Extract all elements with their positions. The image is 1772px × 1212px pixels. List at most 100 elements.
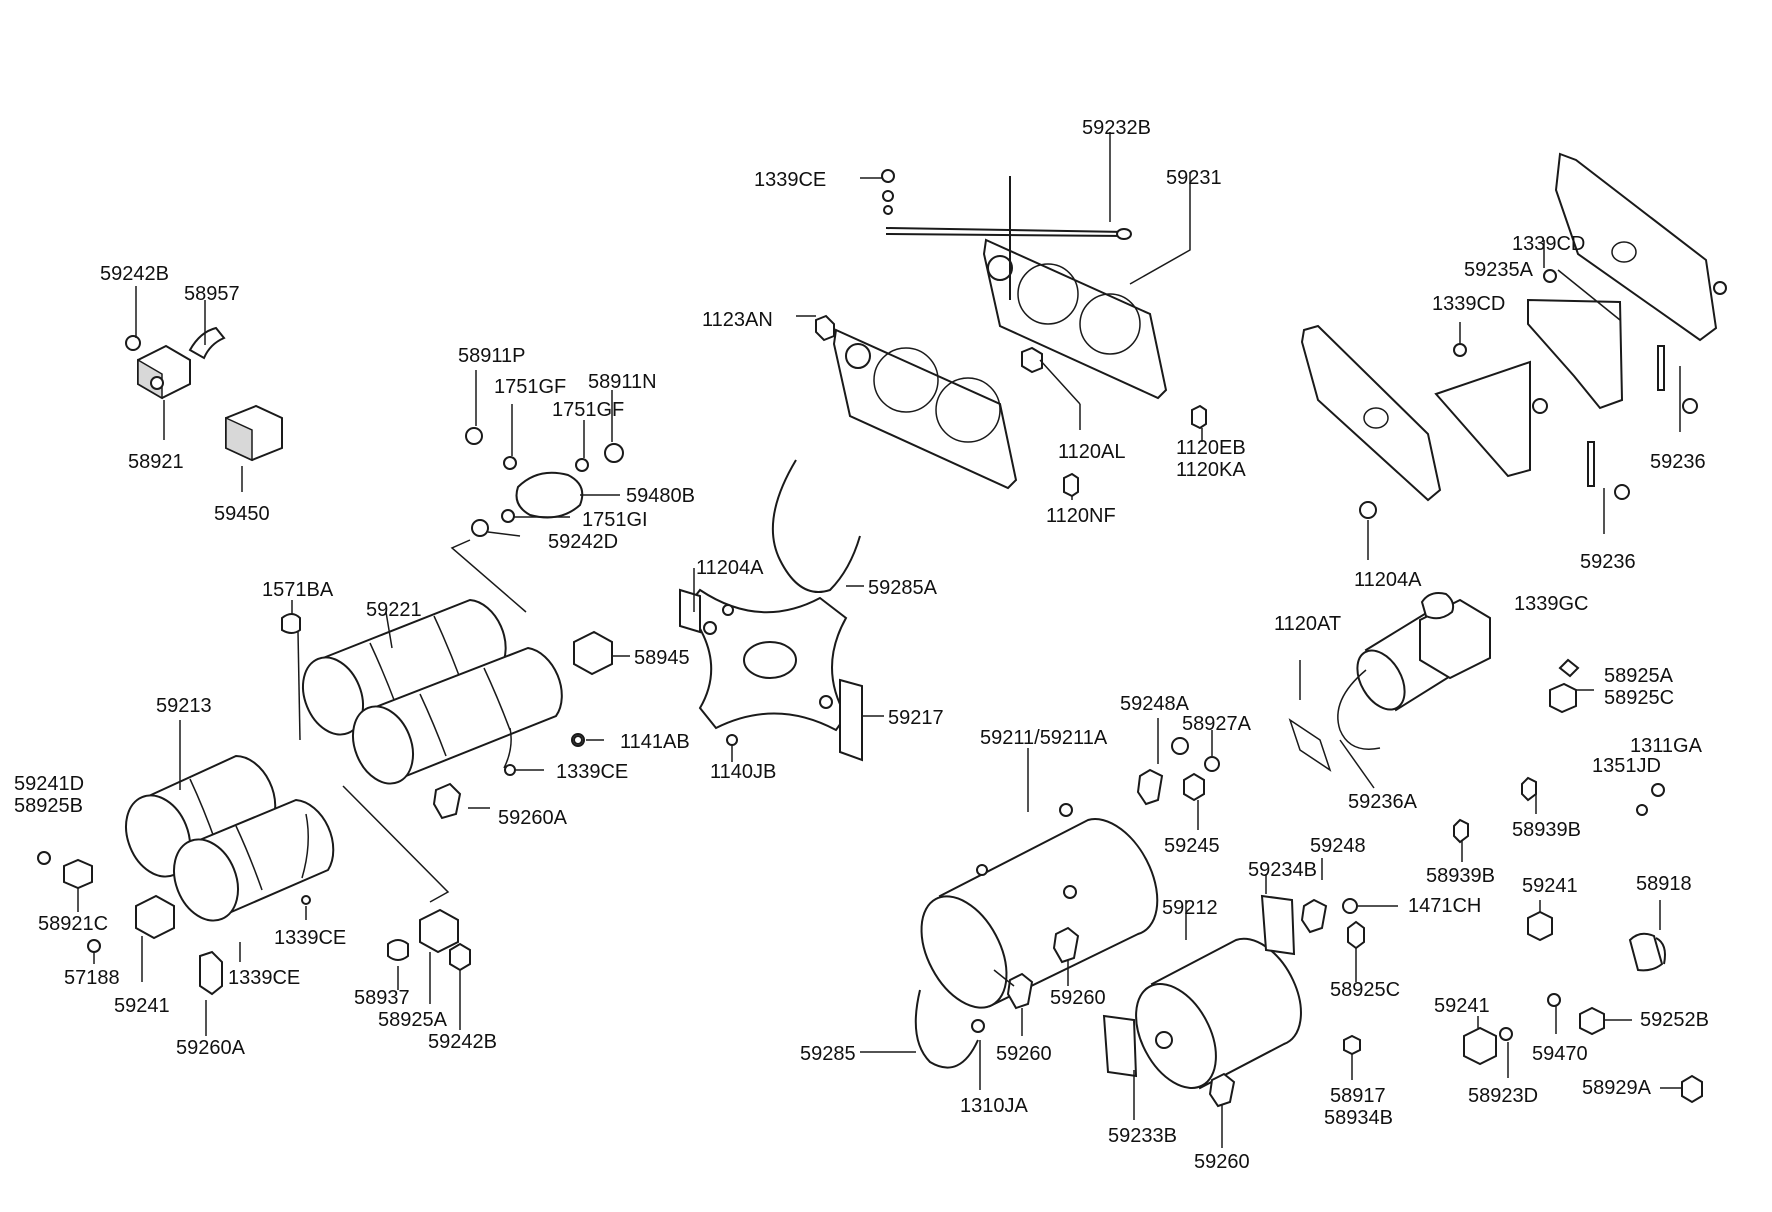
label-1339CE-top: 1339CE — [754, 169, 826, 191]
label-58925C-right: 58925C — [1604, 687, 1674, 709]
label-1339CE-lowmid: 1339CE — [228, 967, 300, 989]
label-58939B-left: 58939B — [1426, 865, 1495, 887]
label-58945: 58945 — [634, 647, 690, 669]
label-59285A: 59285A — [868, 577, 938, 599]
label-58925C-center: 58925C — [1330, 979, 1400, 1001]
label-1310JA: 1310JA — [960, 1095, 1028, 1117]
label-59260-c: 59260 — [1194, 1151, 1250, 1173]
label-1339CE-lowright: 1339CE — [274, 927, 346, 949]
air-tank-59221-b — [352, 646, 563, 785]
label-59248A: 59248A — [1120, 693, 1190, 715]
label-59260A-bottom: 59260A — [176, 1037, 246, 1059]
label-59231: 59231 — [1166, 167, 1222, 189]
label-59242B-top: 59242B — [100, 263, 169, 285]
label-58934B: 58934B — [1324, 1107, 1393, 1129]
air-tank-59213-b — [173, 798, 335, 922]
label-59235A: 59235A — [1464, 259, 1534, 281]
hose-59285A — [771, 459, 861, 593]
label-59236-upper: 59236 — [1650, 451, 1706, 473]
bracket-59217 — [679, 588, 863, 762]
hose-59285 — [914, 989, 979, 1069]
label-58939B-right: 58939B — [1512, 819, 1581, 841]
label-58925A-right: 58925A — [1604, 665, 1674, 687]
bracket-59233B — [1102, 1014, 1138, 1078]
label-59236A: 59236A — [1348, 791, 1418, 813]
label-1140JB: 1140JB — [710, 761, 776, 783]
label-58929A: 58929A — [1582, 1077, 1652, 1099]
label-58957: 58957 — [184, 283, 240, 305]
fitting-58945 — [573, 630, 613, 676]
valve-block-59450 — [225, 404, 283, 462]
four-way-valve-group — [465, 427, 624, 537]
label-59241-right: 59241 — [1522, 875, 1578, 897]
label-59245: 59245 — [1164, 835, 1220, 857]
air-tank-59212 — [1135, 937, 1302, 1090]
label-58925B: 58925B — [14, 795, 83, 817]
plate-59231 — [982, 238, 1168, 400]
label-1339CD-mid: 1339CD — [1432, 293, 1505, 315]
label-59217: 59217 — [888, 707, 944, 729]
label-11204A-right: 11204A — [1354, 569, 1422, 591]
air-tank-59213 — [125, 754, 277, 878]
label-59248: 59248 — [1310, 835, 1366, 857]
label-58917: 58917 — [1330, 1085, 1386, 1107]
label-1751GF-left: 1751GF — [494, 376, 566, 398]
label-1339CE-mid: 1339CE — [556, 761, 628, 783]
label-1351JD: 1351JD — [1592, 755, 1661, 777]
label-1120EB: 1120EB — [1176, 437, 1246, 459]
air-tank-59211 — [920, 803, 1159, 1009]
label-11204A-center: 11204A — [696, 557, 764, 579]
label-59260-a: 59260 — [1050, 987, 1106, 1009]
label-58925A-left: 58925A — [378, 1009, 448, 1031]
bracket-59234B — [1260, 894, 1296, 956]
label-1120AT: 1120AT — [1274, 613, 1341, 635]
label-1120KA: 1120KA — [1176, 459, 1246, 481]
label-59252B: 59252B — [1640, 1009, 1709, 1031]
label-1123AN: 1123AN — [702, 309, 773, 331]
label-58921C: 58921C — [38, 913, 108, 935]
label-1751GF-right: 1751GF — [552, 399, 624, 421]
label-1120NF: 1120NF — [1046, 505, 1116, 527]
label-1120AL: 1120AL — [1058, 441, 1125, 463]
plate-59236-large — [1554, 152, 1718, 342]
label-58923D: 58923D — [1468, 1085, 1538, 1107]
bracket-59235A — [1527, 298, 1624, 410]
label-59221: 59221 — [366, 599, 422, 621]
label-59450: 59450 — [214, 503, 270, 525]
label-58927A: 58927A — [1182, 713, 1252, 735]
label-1339CD-top: 1339CD — [1512, 233, 1585, 255]
label-1339GC: 1339GC — [1514, 593, 1589, 615]
label-1141AB: 1141AB — [620, 731, 690, 753]
drain-valve-59260A-top — [432, 782, 462, 820]
label-59470: 59470 — [1532, 1043, 1588, 1065]
label-59232B: 59232B — [1082, 117, 1151, 139]
label-59213: 59213 — [156, 695, 212, 717]
plate-1123AN — [832, 328, 1018, 490]
plug-1571BA — [281, 613, 301, 634]
label-58911P: 58911P — [458, 345, 525, 367]
label-59260-b: 59260 — [996, 1043, 1052, 1065]
label-59260A-top: 59260A — [498, 807, 568, 829]
label-58911N: 58911N — [588, 371, 657, 393]
label-59241-left: 59241 — [114, 995, 170, 1017]
fitting-group-58921 — [125, 326, 226, 400]
label-1471CH: 1471CH — [1408, 895, 1481, 917]
label-59242B-bottom: 59242B — [428, 1031, 497, 1053]
plate-59235A — [1300, 324, 1442, 502]
label-58937: 58937 — [354, 987, 410, 1009]
label-59241-bottom: 59241 — [1434, 995, 1490, 1017]
label-59242D: 59242D — [548, 531, 618, 553]
label-59211-59211A: 59211/59211A — [980, 727, 1108, 749]
label-59233B: 59233B — [1108, 1125, 1177, 1147]
label-1571BA: 1571BA — [262, 579, 334, 601]
label-57188: 57188 — [64, 967, 120, 989]
label-59236-lower: 59236 — [1580, 551, 1636, 573]
label-59480B: 59480B — [626, 485, 695, 507]
compressor-59236A — [1288, 592, 1491, 772]
label-1311GA: 1311GA — [1630, 735, 1703, 757]
label-58921: 58921 — [128, 451, 184, 473]
label-59234B: 59234B — [1248, 859, 1317, 881]
label-59241D: 59241D — [14, 773, 84, 795]
label-59212: 59212 — [1162, 897, 1218, 919]
